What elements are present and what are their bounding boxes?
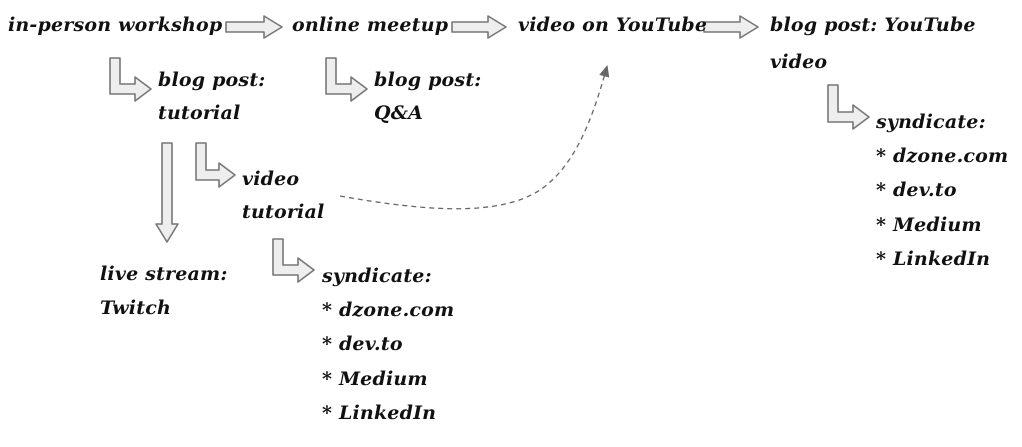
syndicate-item: * LinkedIn [322,401,437,424]
node-label-line1: blog post: [158,69,266,91]
node-live-stream-twitch: live stream: Twitch [100,257,228,325]
syndicate-item: * Medium [322,367,428,390]
node-blog-post-qa: blog post: Q&A [374,64,482,131]
node-label-line2: tutorial [242,201,325,224]
arrow-blog-tutorial-to-live-stream [155,142,179,243]
syndicate-item: * LinkedIn [876,247,991,270]
node-syndicate-blog-youtube: syndicate: * dzone.com * dev.to * Medium… [876,105,1008,276]
arrow-youtube-to-blog [703,15,759,39]
syndicate-item: * dev.to [322,333,403,356]
syndicate-title: syndicate: [322,265,432,287]
node-syndicate-video-tutorial: syndicate: * dzone.com * dev.to * Medium… [322,259,454,430]
node-label-line2: Q&A [374,102,424,125]
arrow-video-tutorial-to-syndicate [272,238,315,283]
syndicate-item: * dev.to [876,179,957,202]
node-label-line2: tutorial [158,102,241,125]
node-video-tutorial: video tutorial [242,163,324,230]
arrow-meetup-to-youtube [451,15,507,39]
node-label-line1: blog post: [374,69,482,91]
node-label-line1: live stream: [100,263,228,285]
syndicate-title: syndicate: [876,111,986,133]
syndicate-item: * Medium [876,213,982,236]
node-label-line2: video [770,50,828,73]
node-label-line2: Twitch [100,297,171,320]
dashed-arrow-video-tutorial-to-youtube [339,64,610,210]
node-blog-post-youtube-video: blog post: YouTube video [770,12,976,76]
node-blog-post-tutorial: blog post: tutorial [158,64,266,131]
arrow-workshop-to-blog-tutorial [109,57,152,102]
node-video-on-youtube: video on YouTube [518,12,707,40]
syndicate-item: * dzone.com [322,299,455,322]
node-label-line1: blog post: YouTube [770,14,976,36]
node-label: video on YouTube [518,14,708,36]
arrow-workshop-to-meetup [225,15,283,39]
node-in-person-workshop: in-person workshop [8,12,222,40]
node-label: in-person workshop [8,14,223,36]
node-label-line1: video [242,168,300,190]
arrow-blog-tutorial-to-video-tutorial [195,142,236,188]
node-label: online meetup [292,14,449,36]
syndicate-item: * dzone.com [876,145,1009,168]
arrow-blog-youtube-to-syndicate [827,84,870,130]
node-online-meetup: online meetup [292,12,448,40]
arrow-meetup-to-blog-qa [325,57,368,102]
